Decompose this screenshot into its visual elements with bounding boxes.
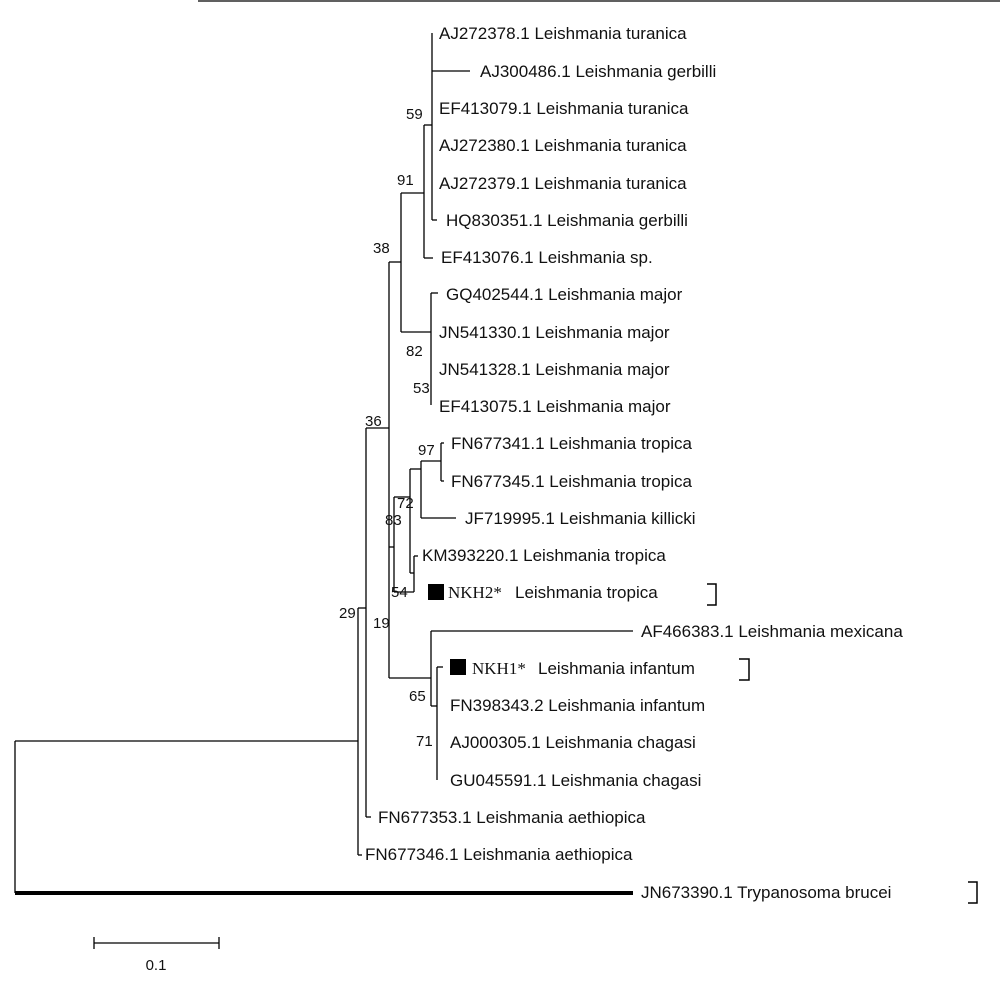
taxon-label: HQ830351.1 Leishmania gerbilli — [446, 211, 688, 230]
taxon-label: GU045591.1 Leishmania chagasi — [450, 771, 701, 790]
taxon-label: FN677353.1 Leishmania aethiopica — [378, 808, 646, 827]
taxon-label: JN541328.1 Leishmania major — [439, 360, 670, 379]
taxon-label: AJ272378.1 Leishmania turanica — [439, 24, 687, 43]
bootstrap-value: 53 — [413, 380, 430, 397]
bootstrap-value: 97 — [418, 442, 435, 459]
taxon-label: EF413076.1 Leishmania sp. — [441, 248, 653, 267]
bracket-marker — [968, 881, 978, 904]
taxon-label: Leishmania infantum — [538, 659, 695, 678]
bracket-marker — [707, 583, 717, 606]
bootstrap-value: 72 — [397, 495, 414, 512]
taxon-labels: AJ272378.1 Leishmania turanica AJ300486.… — [365, 24, 978, 904]
bootstrap-value: 82 — [406, 343, 423, 360]
taxon-label: KM393220.1 Leishmania tropica — [422, 546, 666, 565]
taxon-label: FN677341.1 Leishmania tropica — [451, 434, 693, 453]
scale-bar: 0.1 — [93, 937, 220, 974]
branches — [14, 33, 633, 895]
taxon-label: FN677346.1 Leishmania aethiopica — [365, 845, 633, 864]
bootstrap-value: 38 — [373, 240, 390, 257]
sample-id-label: NKH1* — [472, 659, 526, 678]
bracket-marker — [739, 658, 750, 681]
bootstrap-value: 59 — [406, 106, 423, 123]
taxon-label: AJ300486.1 Leishmania gerbilli — [480, 62, 716, 81]
bootstrap-value: 19 — [373, 615, 390, 632]
taxon-label: Leishmania tropica — [515, 583, 658, 602]
taxon-label: AJ272379.1 Leishmania turanica — [439, 174, 687, 193]
taxon-label: EF413075.1 Leishmania major — [439, 397, 671, 416]
bootstrap-value: 71 — [416, 733, 433, 750]
taxon-label: FN398343.2 Leishmania infantum — [450, 696, 705, 715]
taxon-label: JN541330.1 Leishmania major — [439, 323, 670, 342]
taxon-label: JF719995.1 Leishmania killicki — [465, 509, 696, 528]
taxon-label: JN673390.1 Trypanosoma brucei — [641, 883, 891, 902]
bootstrap-value: 29 — [339, 605, 356, 622]
taxon-label: FN677345.1 Leishmania tropica — [451, 472, 693, 491]
bootstrap-value: 36 — [365, 413, 382, 430]
bootstrap-value: 91 — [397, 172, 414, 189]
taxon-label: AF466383.1 Leishmania mexicana — [641, 622, 903, 641]
bootstrap-value: 65 — [409, 688, 426, 705]
scale-bar-label: 0.1 — [146, 957, 167, 974]
sample-id-label: NKH2* — [448, 583, 502, 602]
sample-marker-square — [428, 584, 444, 600]
sample-marker-square — [450, 659, 466, 675]
bootstrap-value: 54 — [391, 584, 408, 601]
bootstrap-values: 59 91 38 82 53 36 97 72 83 54 19 65 71 2… — [339, 106, 435, 750]
bootstrap-value: 83 — [385, 512, 402, 529]
taxon-label: AJ272380.1 Leishmania turanica — [439, 136, 687, 155]
taxon-label: AJ000305.1 Leishmania chagasi — [450, 733, 696, 752]
taxon-label: EF413079.1 Leishmania turanica — [439, 99, 689, 118]
taxon-label: GQ402544.1 Leishmania major — [446, 285, 683, 304]
